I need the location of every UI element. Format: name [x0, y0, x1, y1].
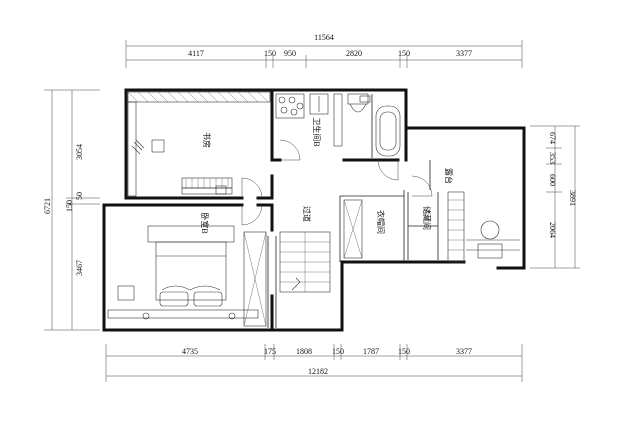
- bottom-dimension-7: 3377: [456, 347, 472, 356]
- top-dimension-4: 2820: [346, 49, 362, 58]
- top-dimension-chain: 11564 4117 150 950 2820 150 3377: [125, 33, 523, 68]
- room-label-storage: 储藏间: [422, 206, 432, 230]
- bottom-dimension-2: 175: [264, 347, 276, 356]
- room-label-bathroom-b: 卫生间B: [312, 117, 322, 146]
- room-label-terrace: 露台: [444, 168, 454, 184]
- terrace-details: [429, 160, 520, 263]
- closet-details: [343, 192, 439, 260]
- right-total-dimension: 3891: [568, 190, 577, 206]
- bathroom-fixtures: [275, 93, 401, 158]
- room-label-study: 书房: [202, 132, 212, 148]
- room-labels: 书房 卫生间B 露台 卧室B 过道 衣帽间 储藏间: [200, 117, 454, 234]
- right-dimension-4: 2064: [548, 222, 557, 238]
- left-dimension-3: 150: [65, 200, 74, 212]
- bottom-dimension-6: 150: [398, 347, 410, 356]
- corridor-stairs: [279, 231, 331, 293]
- room-label-cloakroom: 衣帽间: [376, 210, 386, 234]
- bottom-dimension-4: 150: [332, 347, 344, 356]
- left-total-dimension: 6721: [43, 198, 52, 214]
- door-swings: [241, 139, 433, 226]
- top-total-dimension: 11564: [314, 33, 334, 42]
- bedroom-furniture: [107, 225, 267, 327]
- right-dimension-2: 353: [548, 152, 557, 164]
- top-dimension-1: 4117: [188, 49, 204, 58]
- left-dimension-1: 3054: [75, 144, 84, 160]
- bottom-dimension-5: 1787: [363, 347, 379, 356]
- top-dimension-6: 3377: [456, 49, 472, 58]
- top-dimension-3: 950: [284, 49, 296, 58]
- floor-plan-walls: [102, 88, 526, 332]
- left-dimension-4: 3467: [75, 260, 84, 276]
- bottom-dimension-chain: 4735 175 1808 150 1787 150 3377 12182: [105, 344, 523, 382]
- right-dimension-chain: 674 353 600 2064 3891: [530, 125, 580, 269]
- right-dimension-1: 674: [548, 132, 557, 144]
- top-dimension-5: 150: [398, 49, 410, 58]
- left-dimension-chain: 3054 50 150 3467 6721: [43, 89, 100, 331]
- right-dimension-3: 600: [548, 174, 557, 186]
- room-label-corridor: 过道: [302, 206, 312, 222]
- study-furniture: [127, 91, 271, 197]
- bottom-dimension-1: 4735: [182, 347, 198, 356]
- left-dimension-2: 50: [75, 192, 84, 200]
- bottom-total-dimension: 12182: [308, 367, 328, 376]
- room-label-bedroom-b: 卧室B: [200, 212, 210, 233]
- top-dimension-2: 150: [264, 49, 276, 58]
- bottom-dimension-3: 1808: [296, 347, 312, 356]
